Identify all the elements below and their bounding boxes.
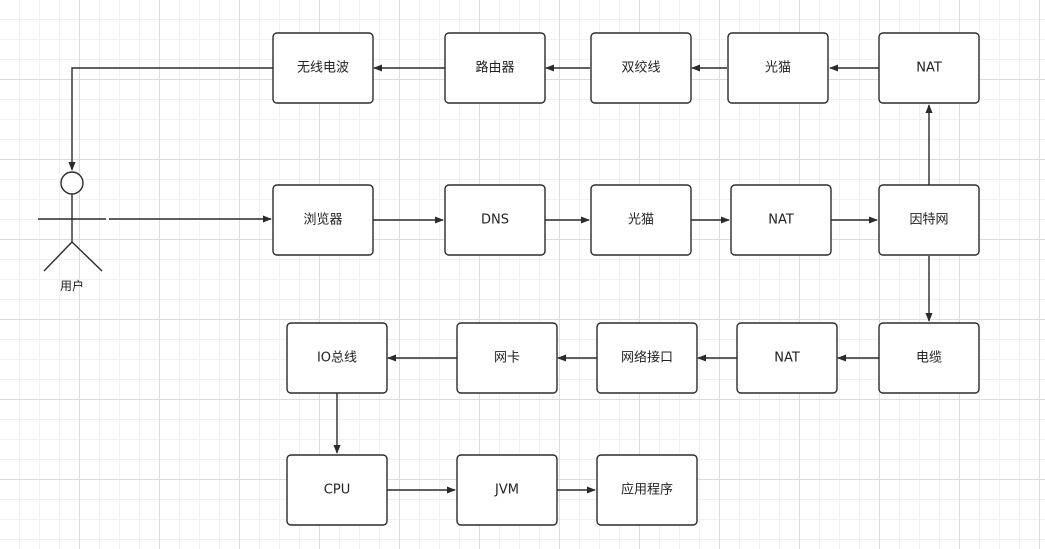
node-internet: 因特网 — [878, 184, 980, 256]
node-application-label: 应用程序 — [621, 482, 673, 498]
node-jvm: JVM — [456, 454, 558, 526]
user-actor-right-leg — [71, 241, 103, 272]
node-cable-label: 电缆 — [916, 350, 942, 366]
node-nat-mid: NAT — [730, 184, 832, 256]
node-io-bus: IO总线 — [286, 322, 388, 394]
node-dns: DNS — [444, 184, 546, 256]
node-nat-bottom: NAT — [736, 322, 838, 394]
user-actor-left-leg — [43, 241, 73, 272]
user-actor-head — [60, 171, 84, 195]
node-nat-top: NAT — [878, 32, 980, 104]
node-browser-label: 浏览器 — [303, 212, 342, 228]
node-application: 应用程序 — [596, 454, 698, 526]
node-cable: 电缆 — [878, 322, 980, 394]
node-cpu: CPU — [286, 454, 388, 526]
edges-layer — [68, 64, 933, 494]
node-internet-label: 因特网 — [909, 213, 948, 228]
node-nic: 网卡 — [456, 322, 558, 394]
node-twisted-pair: 双绞线 — [590, 32, 692, 104]
node-nat-mid-label: NAT — [768, 213, 794, 228]
node-dns-label: DNS — [481, 213, 509, 228]
node-modem-mid-label: 光猫 — [628, 213, 654, 228]
node-wireless-label: 无线电波 — [297, 61, 349, 76]
node-modem-top: 光猫 — [727, 32, 829, 104]
user-actor-label: 用户 — [60, 278, 84, 293]
node-net-interface-label: 网络接口 — [621, 350, 673, 366]
node-io-bus-label: IO总线 — [317, 351, 357, 366]
edge-wireless-to-user — [68, 67, 273, 171]
node-wireless: 无线电波 — [272, 32, 374, 104]
node-router-label: 路由器 — [475, 60, 514, 76]
node-twisted-pair-label: 双绞线 — [621, 60, 660, 76]
node-nic-label: 网卡 — [494, 351, 520, 366]
user-actor: 用户 — [38, 171, 106, 293]
node-nat-bottom-label: NAT — [774, 351, 800, 366]
node-nat-top-label: NAT — [916, 61, 942, 76]
node-cpu-label: CPU — [324, 483, 350, 498]
node-modem-mid: 光猫 — [590, 184, 692, 256]
node-router: 路由器 — [444, 32, 546, 104]
node-net-interface: 网络接口 — [596, 322, 698, 394]
node-jvm-label: JVM — [494, 483, 519, 498]
node-browser: 浏览器 — [272, 184, 374, 256]
node-modem-top-label: 光猫 — [765, 61, 791, 76]
